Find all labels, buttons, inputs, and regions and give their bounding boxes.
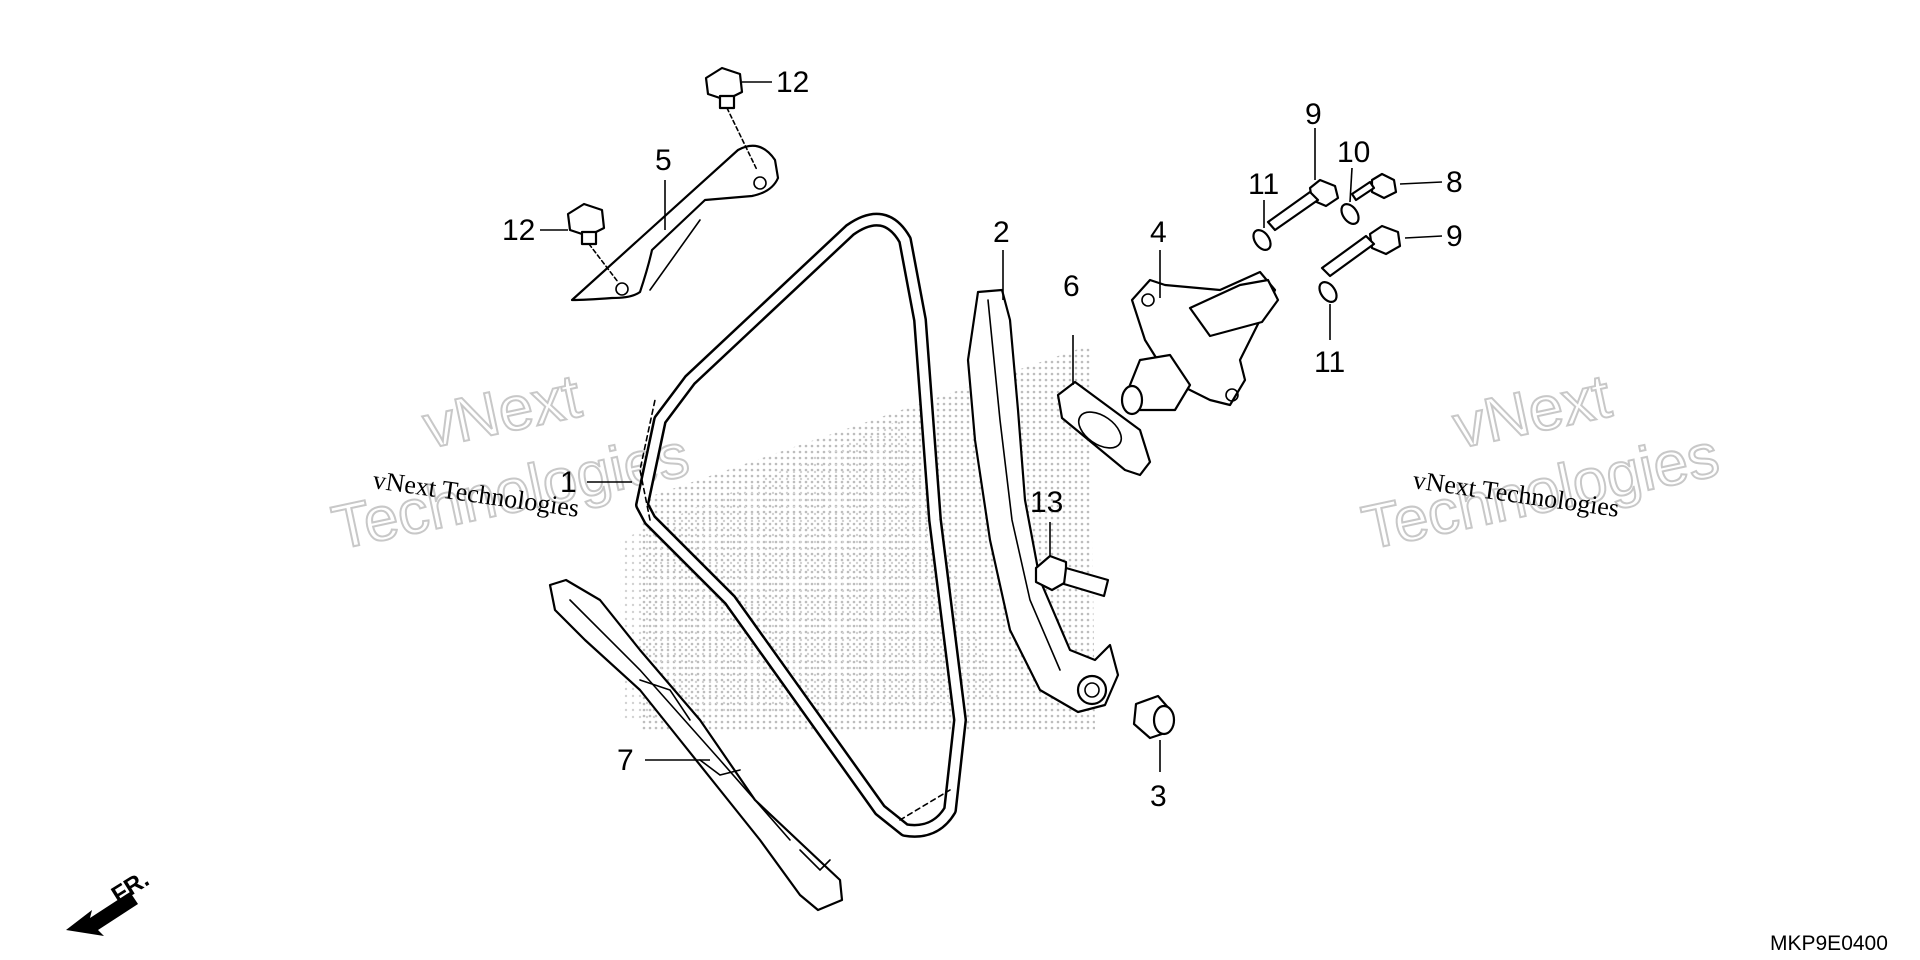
diagram-code: MKP9E0400 bbox=[1770, 932, 1888, 955]
callout-1: 1 bbox=[560, 466, 577, 499]
callout-2: 2 bbox=[993, 216, 1010, 249]
part-8-bolt bbox=[1350, 172, 1398, 202]
part-1-cam-chain bbox=[635, 212, 967, 838]
callout-5: 5 bbox=[655, 144, 672, 177]
part-13-bolt bbox=[1034, 554, 1110, 598]
callout-6: 6 bbox=[1063, 270, 1080, 303]
part-11-washer-lower bbox=[1318, 281, 1338, 303]
callout-11-upper: 11 bbox=[1248, 168, 1279, 201]
callout-13: 13 bbox=[1030, 486, 1063, 519]
callout-12-lower: 12 bbox=[502, 214, 535, 247]
part-2-tensioner-arm bbox=[966, 288, 1120, 714]
part-11-washer-upper bbox=[1252, 229, 1272, 251]
callout-7: 7 bbox=[617, 744, 634, 777]
callouts: 1 2 3 4 5 6 7 8 9 9 10 11 11 12 12 13 bbox=[502, 66, 1463, 813]
callout-3: 3 bbox=[1150, 780, 1167, 813]
callout-12-upper: 12 bbox=[776, 66, 809, 99]
part-3-collar bbox=[1132, 694, 1176, 740]
callout-10: 10 bbox=[1337, 136, 1370, 169]
part-6-gasket bbox=[1056, 380, 1152, 477]
leader-lines bbox=[540, 81, 1443, 772]
part-12-bolt-lower bbox=[566, 202, 619, 283]
callout-11-lower: 11 bbox=[1314, 346, 1345, 379]
front-indicator: FR. bbox=[66, 866, 154, 936]
callout-9-upper: 9 bbox=[1305, 98, 1322, 131]
watermark-left: vNext Technologies bbox=[325, 361, 695, 565]
part-9-bolt-lower bbox=[1320, 224, 1402, 278]
part-7-chain-guide bbox=[548, 578, 844, 912]
watermark-right: vNext Technologies bbox=[1355, 361, 1725, 565]
callout-8: 8 bbox=[1446, 166, 1463, 199]
part-9-bolt-upper bbox=[1266, 178, 1340, 232]
part-10-washer bbox=[1340, 203, 1360, 225]
part-12-bolt-upper bbox=[704, 66, 758, 171]
front-arrow-icon bbox=[66, 892, 138, 936]
part-4-tensioner bbox=[1120, 270, 1280, 416]
part-5-guide-plate bbox=[570, 144, 780, 302]
callout-9-lower: 9 bbox=[1446, 220, 1463, 253]
callout-4: 4 bbox=[1150, 216, 1167, 249]
